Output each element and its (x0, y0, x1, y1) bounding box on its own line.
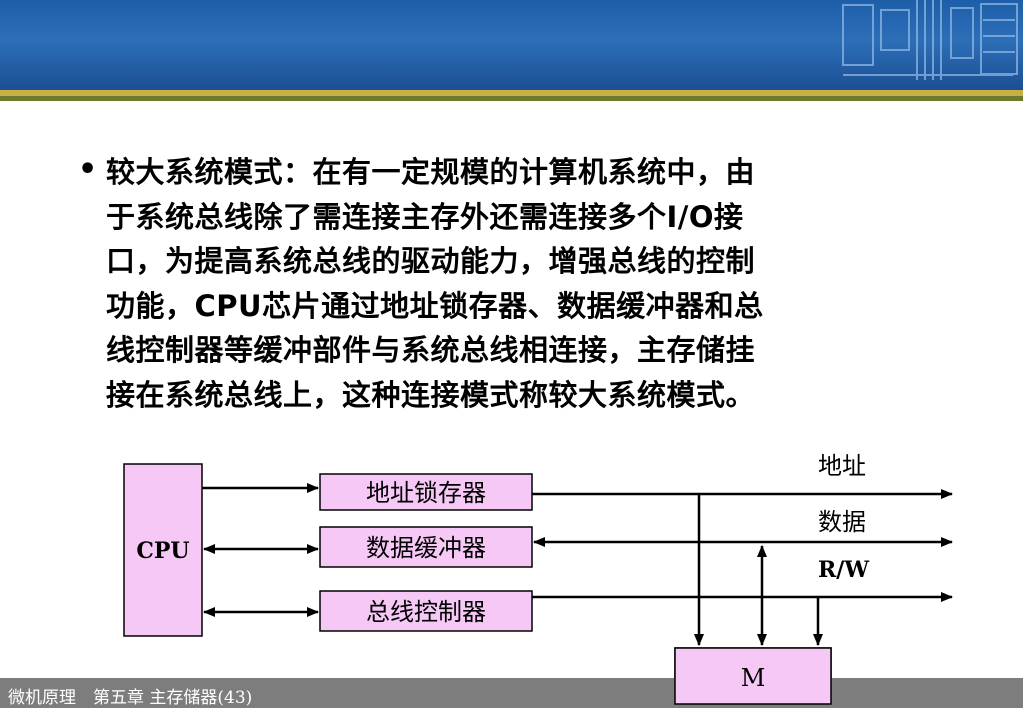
address-latch-box (319, 473, 533, 511)
paragraph-line: 口，为提高系统总线的驱动能力，增强总线的控制 (106, 244, 756, 278)
footer-text: 微机原理 第五章 主存储器(43) (8, 688, 253, 708)
bullet-paragraph: • 较大系统模式：在有一定规模的计算机系统中，由 于系统总线除了需连接主存外还需… (78, 150, 928, 417)
header-olive-stripe (0, 96, 1023, 101)
data-bus-label: 数据 (818, 508, 866, 536)
paragraph-line: 线控制器等缓冲部件与系统总线相连接，主存储挂 (106, 333, 756, 367)
rw-label: R/W (818, 557, 869, 583)
address-latch-label: 地址锁存器 (366, 479, 486, 507)
paragraph-line: 接在系统总线上，这种连接模式称较大系统模式。 (106, 377, 756, 412)
header-banner (0, 0, 1023, 90)
bus-controller-box (319, 590, 533, 632)
data-buffer-label: 数据缓冲器 (366, 534, 486, 562)
paragraph-line: 功能，CPU芯片通过地址锁存器、数据缓冲器和总 (106, 288, 764, 323)
footer-bar (0, 678, 1023, 708)
paragraph-line: 较大系统模式：在有一定规模的计算机系统中，由 (106, 155, 756, 189)
circuit-decoration-icon (842, 0, 1018, 80)
paragraph-line: 于系统总线除了需连接主存外还需连接多个I/O接 (106, 199, 744, 234)
header-gold-stripe (0, 90, 1023, 96)
paragraph-text: 较大系统模式：在有一定规模的计算机系统中，由 于系统总线除了需连接主存外还需连接… (106, 150, 926, 417)
cpu-label: CPU (136, 538, 189, 564)
bus-controller-label: 总线控制器 (366, 598, 486, 626)
address-bus-label: 地址 (818, 452, 866, 480)
cpu-box (123, 463, 203, 637)
data-buffer-box (319, 526, 533, 568)
bullet-marker: • (78, 152, 98, 187)
